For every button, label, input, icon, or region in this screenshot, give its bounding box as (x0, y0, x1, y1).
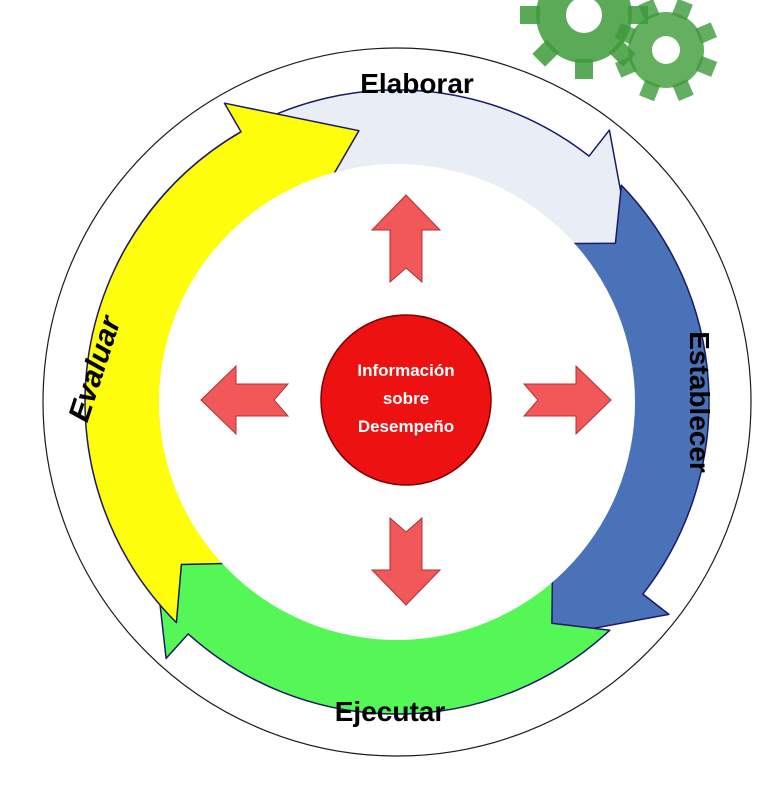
center-label-line3: Desempeño (358, 417, 454, 436)
spoke-arrow-up (370, 194, 442, 284)
spoke-arrow-left (200, 364, 290, 436)
gear-icon (520, 0, 718, 102)
elaborar-label: Elaborar (360, 68, 474, 99)
spoke-arrow-right (522, 364, 612, 436)
center-label-line2: sobre (383, 389, 429, 408)
outer-ring (42, 47, 752, 757)
ejecutar-label: Ejecutar (335, 696, 446, 727)
spoke-arrow-down (370, 516, 442, 606)
center-circle[interactable] (320, 314, 492, 486)
establecer-label: Establecer (684, 331, 715, 473)
center-label-line1: Información (357, 361, 454, 380)
